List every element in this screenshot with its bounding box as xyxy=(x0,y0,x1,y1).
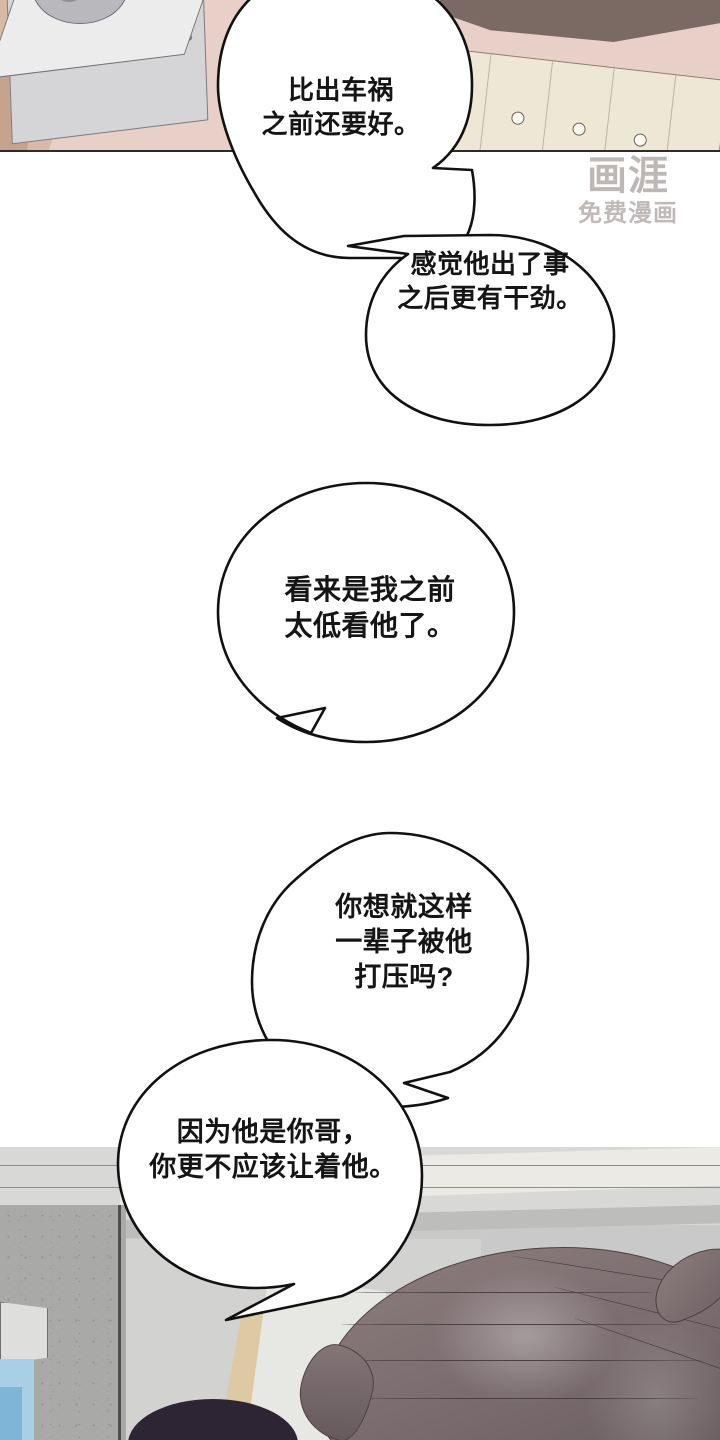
headboard-seam xyxy=(662,75,677,152)
lamp-highlight xyxy=(50,0,88,2)
ceiling-line xyxy=(0,1187,720,1189)
wall-sign xyxy=(0,1302,48,1364)
bubble-text-4: 你想就这样 一辈子被他 打压吗? xyxy=(335,892,473,993)
hair-strand xyxy=(355,1292,655,1293)
headboard-button xyxy=(633,132,648,148)
headboard-button xyxy=(571,121,587,137)
bubble-text-2: 感觉他出了事 之后更有干劲。 xyxy=(397,249,583,313)
hair-strand xyxy=(341,1324,681,1325)
headboard-button xyxy=(449,99,464,115)
panel-divider-top xyxy=(0,150,720,152)
headboard-seam xyxy=(539,61,554,152)
bubble-text-3: 看来是我之前 太低看他了。 xyxy=(284,574,456,642)
hair-strand xyxy=(333,1360,703,1361)
comic-panel-interior xyxy=(0,1147,720,1440)
bubble-text-1: 比出车祸 之前还要好。 xyxy=(261,75,421,139)
watermark-logo: 画涯 xyxy=(587,154,669,198)
headboard-seam xyxy=(478,54,492,152)
concrete-pillar-edge xyxy=(118,1205,121,1440)
watermark-subtitle: 免费漫画 xyxy=(578,200,678,227)
headboard-seam xyxy=(601,68,615,152)
site-watermark: 画涯 免费漫画 xyxy=(554,156,702,226)
blue-object-shadow xyxy=(0,1387,22,1440)
hair-strand xyxy=(349,1398,699,1399)
headboard-button xyxy=(510,110,526,126)
hair-strand xyxy=(574,1317,720,1388)
bubble-text-5: 因为他是你哥， 你更不应该让着他。 xyxy=(149,1117,397,1183)
